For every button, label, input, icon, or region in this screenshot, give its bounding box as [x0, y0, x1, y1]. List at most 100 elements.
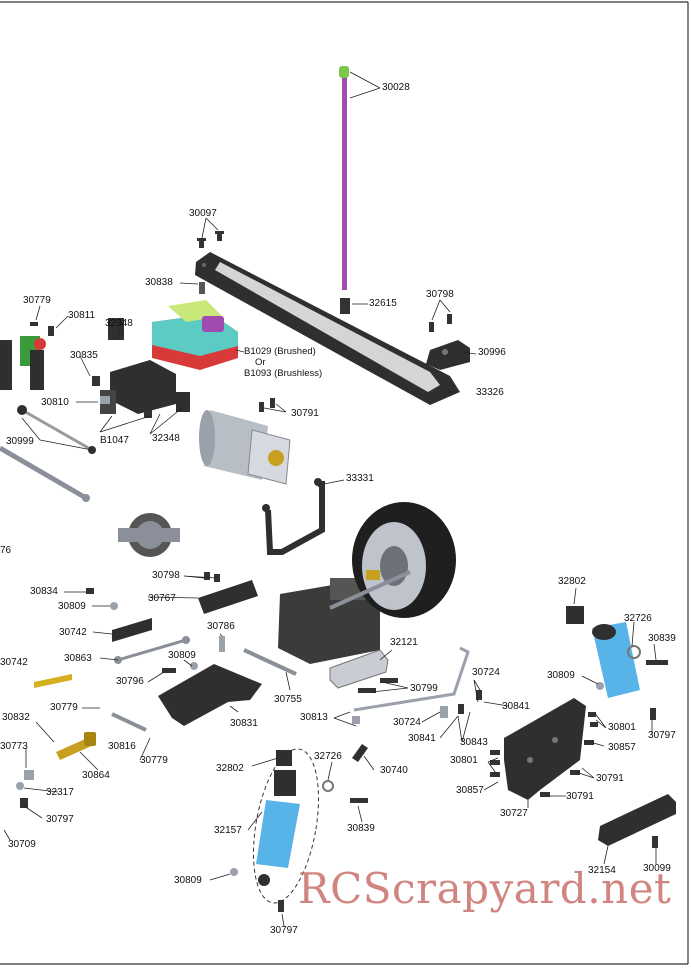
part-label-30831: 30831 [230, 718, 258, 729]
gold-part-30864 [56, 732, 96, 760]
part-label-30797: 30797 [46, 814, 74, 825]
part-label-30809-b: 30809 [168, 650, 196, 661]
part-label-b1093: B1093 (Brushless) [244, 368, 323, 379]
part-label-30767: 30767 [148, 593, 176, 604]
part-label-30791-b: 30791 [566, 791, 594, 802]
part-label-30798: 30798 [426, 289, 454, 300]
rod-30755 [243, 648, 297, 676]
part-label-30742-b: 30742 [0, 657, 28, 668]
part-label-30796: 30796 [116, 676, 144, 687]
esc-unit [152, 300, 238, 370]
part-label-30832: 30832 [2, 712, 30, 723]
cap-32802 [276, 750, 292, 766]
part-label-30864: 30864 [82, 770, 110, 781]
part-label-32348: 32348 [105, 318, 133, 329]
part-label-76: 76 [0, 545, 12, 556]
part-label-32154: 32154 [588, 865, 616, 876]
part-label-30797-c: 30797 [648, 730, 676, 741]
part-label-30028: 30028 [382, 82, 410, 93]
part-label-32121: 32121 [390, 637, 418, 648]
watermark: RCScrapyard.net [298, 864, 672, 913]
bumper-32154 [598, 794, 676, 846]
servo-mount-30996 [426, 340, 470, 370]
part-label-32348-b: 32348 [152, 433, 180, 444]
link-30999 [17, 405, 96, 454]
part-label-30813: 30813 [300, 712, 328, 723]
part-label-30801-b: 30801 [608, 722, 636, 733]
part-label-b1029: B1029 (Brushed) [244, 346, 316, 357]
link-30767 [198, 580, 258, 614]
part-label-30798-b: 30798 [152, 570, 180, 581]
part-label-30809-d: 30809 [547, 670, 575, 681]
top-plate [195, 252, 460, 405]
part-label-30727: 30727 [500, 808, 528, 819]
part-label-30810: 30810 [41, 397, 69, 408]
tie-rod-long [0, 445, 90, 502]
part-label-30797-b: 30797 [270, 925, 298, 936]
part-label-30811: 30811 [68, 310, 96, 321]
part-label-33331: 33331 [346, 473, 374, 484]
part-label-30791-c: 30791 [596, 773, 624, 784]
part-label-30099: 30099 [643, 863, 671, 874]
part-label-30841: 30841 [502, 701, 530, 712]
misc-hardware [16, 322, 668, 912]
shock-tower-30727 [504, 698, 586, 800]
battery-hold-33331 [262, 478, 325, 555]
part-label-30097: 30097 [189, 208, 217, 219]
part-label-30816: 30816 [108, 741, 136, 752]
rod-30816 [111, 712, 147, 732]
motor [199, 410, 291, 485]
part-label-30801: 30801 [450, 755, 478, 766]
part-label-30779: 30779 [23, 295, 51, 306]
part-label-b1047: B1047 [100, 435, 129, 446]
part-label-30779-c: 30779 [140, 755, 168, 766]
part-label-32317: 32317 [46, 787, 74, 798]
ball-end-30740 [352, 744, 368, 762]
part-label-30779-b: 30779 [50, 702, 78, 713]
part-label-32802-b: 32802 [558, 576, 586, 587]
part-label-30857-b: 30857 [608, 742, 636, 753]
part-label-30841-b: 30841 [408, 733, 436, 744]
leader-lines [3, 71, 657, 927]
part-label-30839-b: 30839 [648, 633, 676, 644]
part-label-32802: 32802 [216, 763, 244, 774]
screws-30097 [197, 231, 224, 248]
part-label-30755: 30755 [274, 694, 302, 705]
screws-30798 [429, 314, 452, 332]
steering-posts [0, 336, 46, 390]
part-label-30786: 30786 [207, 621, 235, 632]
pin-30786 [219, 636, 225, 652]
part-label-30773: 30773 [0, 741, 28, 752]
part-label-30809: 30809 [58, 601, 86, 612]
part-label-32157: 32157 [214, 825, 242, 836]
shock-absorber-left [252, 748, 320, 904]
link-30742 [112, 618, 152, 642]
motor-screws [259, 398, 275, 412]
part-label-30724: 30724 [472, 667, 500, 678]
part-label-30742: 30742 [59, 627, 87, 638]
part-label-32615: 32615 [369, 298, 397, 309]
antenna-tube [339, 66, 350, 314]
part-label-33326: 33326 [476, 387, 504, 398]
differential [118, 513, 180, 557]
sway-bar [353, 646, 470, 712]
part-label-30834: 30834 [30, 586, 58, 597]
part-label-30843: 30843 [460, 737, 488, 748]
part-label-32726-b: 32726 [624, 613, 652, 624]
part-label-30863: 30863 [64, 653, 92, 664]
part-label-30799: 30799 [410, 683, 438, 694]
part-label-30809-c: 30809 [174, 875, 202, 886]
susp-arm-30831 [158, 664, 262, 726]
part-label-30709: 30709 [8, 839, 36, 850]
part-label-30835: 30835 [70, 350, 98, 361]
part-label-30857: 30857 [456, 785, 484, 796]
part-label-or: Or [255, 357, 266, 368]
part-label-30839: 30839 [347, 823, 375, 834]
part-label-30740: 30740 [380, 765, 408, 776]
part-label-32726: 32726 [314, 751, 342, 762]
gold-part-30742 [34, 674, 72, 688]
shock-absorber-right [566, 606, 641, 698]
drive-axle [329, 570, 411, 610]
